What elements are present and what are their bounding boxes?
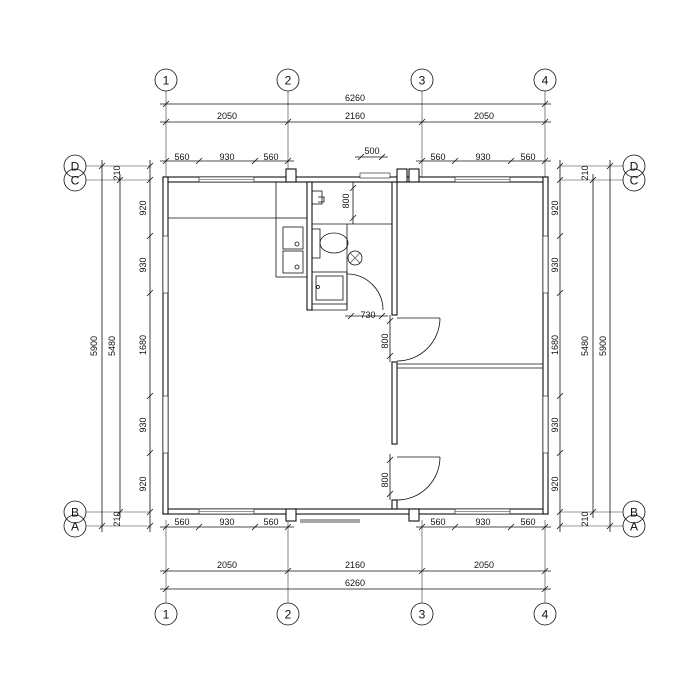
axis-label-4-top: 4 bbox=[542, 74, 549, 88]
axis-bottom: 1 2 3 4 bbox=[154, 602, 557, 626]
dims-left: 5900 5480 210 920 930 1680 930 920 210 bbox=[89, 160, 154, 532]
faucet-icon bbox=[318, 196, 325, 203]
dim-top-left-win-1: 560 bbox=[174, 152, 189, 162]
dims-right: 920 930 1680 930 920 210 5480 210 5900 bbox=[550, 160, 614, 532]
washbasin bbox=[311, 190, 323, 205]
bathroom-door-swing bbox=[346, 273, 384, 311]
dim-bottom-left-win-3: 560 bbox=[263, 517, 278, 527]
dim-left-seg-2: 930 bbox=[138, 257, 148, 272]
dim-top-bay-2: 2160 bbox=[345, 111, 365, 121]
window-right-upper bbox=[542, 235, 549, 294]
dim-left-end-top: 210 bbox=[112, 165, 122, 180]
fixtures bbox=[275, 190, 363, 305]
axis-label-3-top: 3 bbox=[419, 74, 426, 88]
kitchen-counter bbox=[275, 217, 308, 278]
dim-bedroom-door-2: 800 bbox=[380, 472, 390, 487]
dims-top: 6260 2050 2160 2050 560 930 560 560 930 … bbox=[160, 93, 551, 165]
bedroom-door-1-swing bbox=[396, 317, 441, 362]
axis-label-A-right: A bbox=[630, 520, 638, 534]
axis-label-4-bottom: 4 bbox=[542, 608, 549, 622]
axis-label-D-right: D bbox=[630, 160, 639, 174]
dim-bottom-bay-2: 2160 bbox=[345, 560, 365, 570]
floor-drain-icon bbox=[347, 250, 363, 266]
sink-basin-2 bbox=[282, 250, 304, 274]
dim-bottom-right-win-2: 930 bbox=[475, 517, 490, 527]
dim-top-bay-1: 2050 bbox=[217, 111, 237, 121]
dim-right-seg-5: 920 bbox=[550, 476, 560, 491]
exterior-walls bbox=[162, 168, 549, 522]
dim-top-bay-3: 2050 bbox=[474, 111, 494, 121]
interior-walls bbox=[168, 181, 543, 510]
dim-right-outer: 5900 bbox=[598, 336, 608, 356]
dims-bottom: 560 930 560 560 930 560 2050 2160 2050 6… bbox=[160, 517, 551, 593]
sink-basin-1 bbox=[282, 226, 304, 250]
dim-top-left-win-3: 560 bbox=[263, 152, 278, 162]
sink-drain-icon bbox=[294, 241, 300, 247]
dim-right-seg-2: 930 bbox=[550, 257, 560, 272]
dim-left-inner: 5480 bbox=[107, 336, 117, 356]
axis-label-D-left: D bbox=[71, 160, 80, 174]
dim-left-seg-3: 1680 bbox=[138, 335, 148, 355]
dim-bottom-right-win-3: 560 bbox=[520, 517, 535, 527]
window-top-center bbox=[359, 172, 391, 179]
axis-label-B-right: B bbox=[630, 506, 638, 520]
window-right-lower bbox=[542, 395, 549, 454]
window-left-lower bbox=[162, 395, 169, 454]
dim-left-seg-5: 920 bbox=[138, 476, 148, 491]
axis-right: D C B A bbox=[622, 154, 646, 538]
toilet-tank bbox=[311, 228, 321, 259]
axis-label-1-bottom: 1 bbox=[163, 608, 170, 622]
dim-right-seg-4: 930 bbox=[550, 417, 560, 432]
axis-top: 1 2 3 4 bbox=[154, 68, 557, 92]
dim-top-right-win-3: 560 bbox=[520, 152, 535, 162]
dim-bath-door: 730 bbox=[360, 310, 375, 320]
dim-bedroom-door-1: 800 bbox=[380, 333, 390, 348]
windows bbox=[162, 172, 549, 515]
dim-left-outer: 5900 bbox=[89, 336, 99, 356]
dim-bottom-left-win-1: 560 bbox=[174, 517, 189, 527]
axis-label-B-left: B bbox=[71, 506, 79, 520]
dim-bottom-bay-1: 2050 bbox=[217, 560, 237, 570]
dim-left-seg-1: 920 bbox=[138, 200, 148, 215]
dims-bathroom: 800 bbox=[341, 182, 357, 224]
dim-right-end-top: 210 bbox=[580, 165, 590, 180]
axis-label-C-right: C bbox=[630, 174, 639, 188]
dim-left-end-bottom: 210 bbox=[112, 511, 122, 526]
dim-right-seg-3: 1680 bbox=[550, 335, 560, 355]
axis-label-1-top: 1 bbox=[163, 74, 170, 88]
dim-right-seg-1: 920 bbox=[550, 200, 560, 215]
axis-label-2-top: 2 bbox=[285, 74, 292, 88]
axis-label-3-bottom: 3 bbox=[419, 608, 426, 622]
dim-total-width-top: 6260 bbox=[345, 93, 365, 103]
doors: 730 800 800 bbox=[300, 273, 441, 523]
dim-bath-height: 800 bbox=[341, 193, 351, 208]
dim-bottom-right-win-1: 560 bbox=[430, 517, 445, 527]
dim-top-right-win-1: 560 bbox=[430, 152, 445, 162]
dim-right-inner: 5480 bbox=[580, 336, 590, 356]
bedroom-door-2-swing bbox=[396, 456, 441, 501]
axis-label-2-bottom: 2 bbox=[285, 608, 292, 622]
window-left-upper bbox=[162, 235, 169, 294]
dim-right-end-bottom: 210 bbox=[580, 511, 590, 526]
dim-top-center: 500 bbox=[364, 146, 379, 156]
dim-top-left-win-2: 930 bbox=[219, 152, 234, 162]
dim-bottom-bay-3: 2050 bbox=[474, 560, 494, 570]
toilet-bowl bbox=[319, 232, 349, 254]
axis-left: D C B A bbox=[63, 154, 87, 538]
sink-drain-icon bbox=[294, 264, 300, 270]
axis-label-A-left: A bbox=[71, 520, 79, 534]
dim-top-right-win-2: 930 bbox=[475, 152, 490, 162]
axis-label-C-left: C bbox=[71, 174, 80, 188]
dim-bottom-left-win-2: 930 bbox=[219, 517, 234, 527]
dim-total-width-bottom: 6260 bbox=[345, 578, 365, 588]
dim-left-seg-4: 930 bbox=[138, 417, 148, 432]
